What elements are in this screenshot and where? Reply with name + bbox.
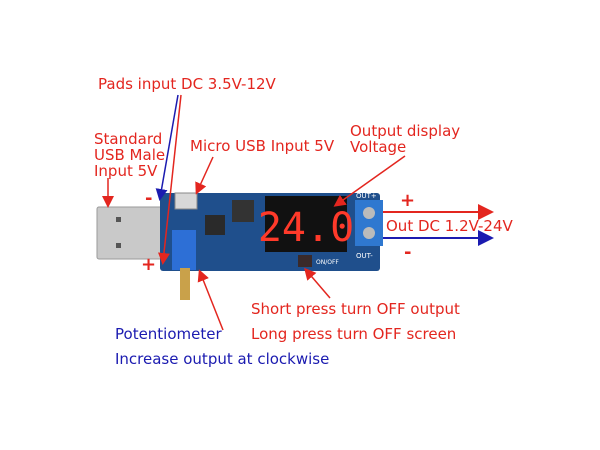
output-display-label-1: Output display [350, 122, 461, 140]
pad-plus-sign: + [141, 254, 157, 275]
potentiometer [172, 230, 196, 270]
on-off-button [298, 255, 312, 267]
svg-text:OUT+: OUT+ [356, 192, 377, 200]
svg-text:ON/OFF: ON/OFF [316, 259, 339, 266]
usb-male-label-2: USB Male [94, 146, 166, 164]
inductor [232, 200, 254, 222]
pad-minus-sign: - [145, 188, 153, 209]
usb-male-label-3: Input 5V [94, 162, 158, 180]
micro-usb-label: Micro USB Input 5V [190, 137, 335, 155]
usb-male-label-1: Standard [94, 130, 163, 148]
svg-text:OUT-: OUT- [356, 252, 373, 260]
display-digits: 24.0 [258, 205, 354, 251]
potentiometer-shaft [180, 268, 190, 300]
output-display-label-2: Voltage [350, 138, 407, 156]
short-press-label: Short press turn OFF output [251, 300, 460, 318]
seven-segment-display [265, 196, 347, 252]
micro-usb-port [174, 192, 198, 210]
out-dc-label: Out DC 1.2V-24V [386, 217, 513, 235]
potentiometer-label: Potentiometer [115, 325, 222, 343]
output-minus-sign: - [404, 242, 412, 263]
long-press-label: Long press turn OFF screen [251, 325, 457, 343]
pads-input-label: Pads input DC 3.5V-12V [98, 75, 276, 93]
usb-male-plug [96, 206, 168, 260]
clockwise-label: Increase output at clockwise [115, 350, 330, 368]
output-plus-sign: + [400, 190, 416, 211]
terminal-block [355, 200, 383, 246]
